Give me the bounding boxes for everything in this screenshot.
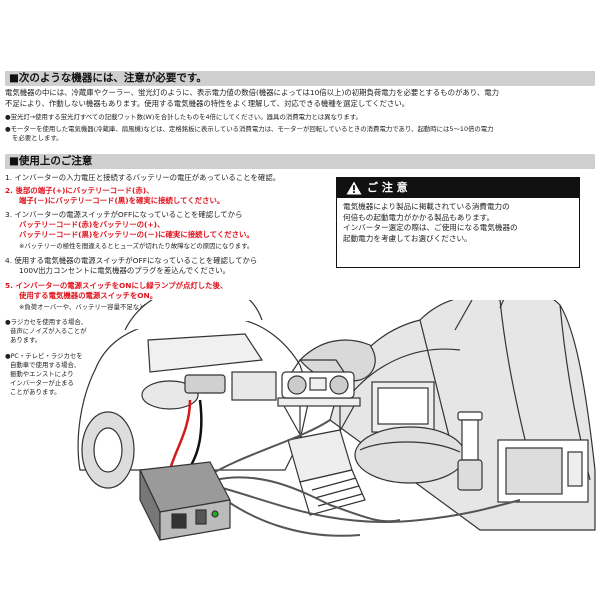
car-note-line4: インバーターが止まる bbox=[10, 379, 74, 387]
caution-title: ご 注 意 bbox=[367, 181, 408, 194]
usage-item-5-line2: 使用する電気機器の電源スイッチをON。 bbox=[19, 291, 158, 300]
usage-item-3-note: ※バッテリーの極性を間違えるとヒューズが切れたり故障などの原因になります。 bbox=[19, 242, 254, 250]
laptop-illustration bbox=[287, 429, 366, 516]
fluorescent-note: ●蛍光灯→使用する蛍光灯すべての記載ワット数(W)を合計したものを4倍にしてくだ… bbox=[5, 113, 362, 121]
car-note-line3: 振動やエンストにより bbox=[10, 370, 74, 378]
caution-header: ご 注 意 bbox=[337, 178, 579, 198]
caution-line-4: 起動電力を考慮してお選びください。 bbox=[343, 233, 472, 243]
devices-paragraph-line1: 電気機器の中には、冷蔵庫やクーラー、蛍光灯のように、表示電力値の数倍(機器によっ… bbox=[5, 88, 500, 97]
usage-item-3-line3: バッテリーコード(黒)をバッテリーの(－)に確実に接続してください。 bbox=[19, 230, 254, 239]
section-header-usage: ■使用上のご注意 bbox=[5, 154, 595, 169]
section-header-devices: ■次のような機器には、注意が必要です。 bbox=[5, 71, 595, 86]
lantern-illustration bbox=[457, 411, 483, 491]
radio-note-line2: 音声にノイズが入ることが bbox=[10, 327, 87, 335]
radio-note-line1: ●ラジカセを使用する場合、 bbox=[5, 318, 88, 326]
usage-item-4-line2: 100V出力コンセントに電気機器のプラグを差込んでください。 bbox=[19, 266, 230, 275]
car-note-line5: ことがあります。 bbox=[10, 388, 61, 396]
usage-item-2-line1: 2. 後部の端子(+)にバッテリーコード(赤)、 bbox=[5, 186, 154, 195]
usage-item-5-note: ※負荷オーバーや、バッテリー容量不足などの場合は、赤ランプが点灯します。 bbox=[19, 303, 247, 311]
devices-paragraph-line2: 不足により、作動しない機器もあります。使用する電気機器の特性をよく理解して、対応… bbox=[5, 99, 410, 108]
motor-note-line2: を必要とします。 bbox=[12, 134, 63, 142]
usage-item-1: 1. インバーターの入力電圧と接続するバッテリーの電圧があっていることを確認。 bbox=[5, 173, 281, 182]
radio-cassette-illustration bbox=[281, 359, 355, 399]
microwave-illustration bbox=[497, 439, 589, 503]
sleeping-bag-illustration bbox=[354, 426, 466, 484]
caution-box: ご 注 意 電気機器により製品に掲載されている消費電力の 何倍もの起動電力がかか… bbox=[336, 177, 580, 268]
camping-inverter-illustration bbox=[77, 300, 596, 541]
car-note-line2: 自動車で使用する場合、 bbox=[10, 361, 81, 369]
usage-item-2-line2: 端子(－)にバッテリーコード(黒)を確実に接続してください。 bbox=[19, 196, 225, 205]
caution-line-2: 何倍もの起動電力がかかる製品もあります。 bbox=[343, 212, 495, 222]
car-note-line1: ●PC・テレビ・ラジカセを bbox=[5, 352, 83, 360]
usage-item-3-line1: 3. インバーターの電源スイッチがOFFになっていることを確認してから bbox=[5, 210, 243, 219]
usage-item-5-line1: 5. インバーターの電源スイッチをONにし緑ランプが点灯した後、 bbox=[5, 281, 228, 290]
usage-item-4-line1: 4. 使用する電気機器の電源スイッチがOFFになっていることを確認してから bbox=[5, 256, 258, 265]
caution-line-3: インバーター選定の際は、ご使用になる電気機器の bbox=[343, 223, 518, 232]
caution-line-1: 電気機器により製品に掲載されている消費電力の bbox=[343, 202, 510, 211]
caution-body: 電気機器により製品に掲載されている消費電力の 何倍もの起動電力がかかる製品もあり… bbox=[337, 198, 579, 248]
warning-triangle-icon bbox=[346, 181, 362, 195]
car-illustration bbox=[77, 300, 311, 489]
inverter-illustration bbox=[139, 461, 231, 541]
radio-note-line3: あります。 bbox=[10, 336, 42, 344]
usage-item-3-line2: バッテリーコード(赤)をバッテリーの(+)、 bbox=[19, 220, 165, 229]
motor-note-line1: ●モーターを使用した電気機器(冷蔵庫、扇風機)などは、定格銘板に表示している消費… bbox=[5, 125, 494, 133]
